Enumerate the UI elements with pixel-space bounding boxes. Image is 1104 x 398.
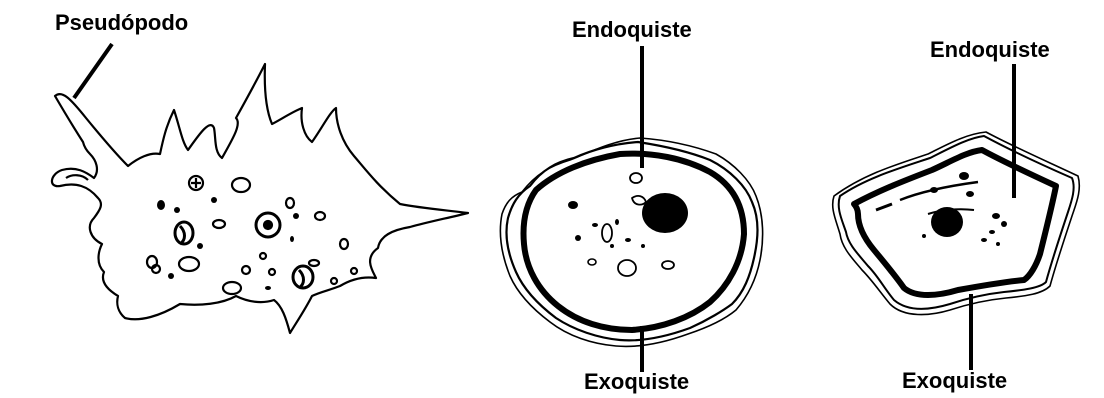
amoeba-trophozoite xyxy=(52,64,468,333)
vacuole-small xyxy=(286,198,294,208)
amoeba-outline xyxy=(52,64,468,333)
endocyst-label-left: Endoquiste xyxy=(572,19,692,41)
inclusion xyxy=(632,196,646,205)
vacuole-large xyxy=(179,257,199,271)
vacuole xyxy=(618,260,636,276)
vacuole-small xyxy=(260,253,266,259)
vacuole-cross-mark xyxy=(191,178,201,188)
vacuole xyxy=(662,261,674,269)
vacuole-small xyxy=(269,269,275,275)
nucleus-round-cyst xyxy=(642,193,688,233)
nucleus-karyosome xyxy=(264,221,272,229)
vacuole xyxy=(232,178,250,192)
vacuole-small xyxy=(309,260,319,266)
vacuole-small xyxy=(315,212,325,220)
ingested-particle-inner xyxy=(299,270,304,288)
pseudopod-label: Pseudópodo xyxy=(55,12,188,34)
exocyst-wall-round-outer xyxy=(500,138,762,346)
vacuole xyxy=(223,282,241,294)
inclusion xyxy=(630,173,642,183)
vacuole-small xyxy=(588,259,596,265)
exocyst-label-left: Exoquiste xyxy=(584,371,689,393)
inner-fold xyxy=(900,182,978,200)
vacuole-small xyxy=(213,220,225,228)
chromatoid-body xyxy=(602,224,612,242)
vacuole-small xyxy=(351,268,357,274)
inner-fold xyxy=(876,204,892,210)
cyst-round-dark xyxy=(568,193,688,248)
ingested-particle-inner xyxy=(180,226,185,244)
nucleus-polygonal-cyst xyxy=(931,207,963,237)
pseudopod-curl xyxy=(66,175,88,180)
vacuole-small xyxy=(331,278,337,284)
pseudopod-pointer-line xyxy=(74,44,112,98)
vacuole-small xyxy=(340,239,348,249)
exocyst-label-right: Exoquiste xyxy=(902,370,1007,392)
vacuole-small xyxy=(242,266,250,274)
endocyst-label-right: Endoquiste xyxy=(930,39,1050,61)
cyst-round xyxy=(500,138,762,346)
endocyst-wall-round xyxy=(524,154,745,330)
